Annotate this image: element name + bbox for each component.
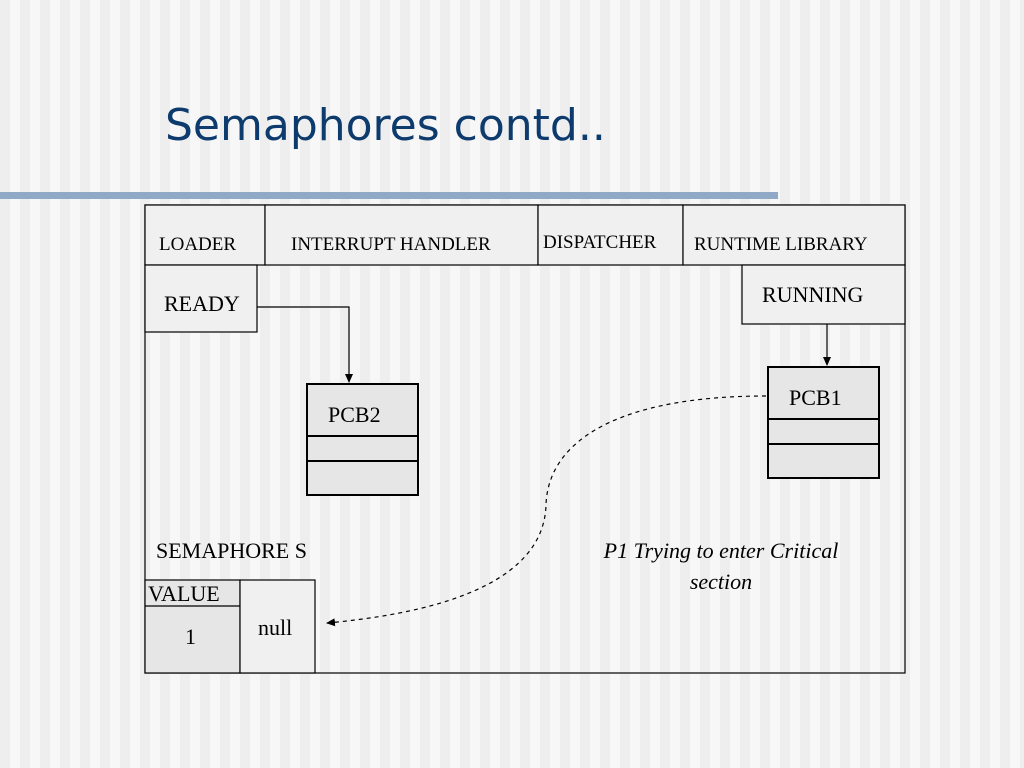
dispatcher-cell bbox=[537, 204, 684, 266]
pcb1-label: PCB1 bbox=[789, 385, 842, 410]
loader-cell bbox=[144, 204, 266, 266]
ready-label: READY bbox=[164, 291, 240, 316]
dispatcher-label: DISPATCHER bbox=[543, 232, 657, 253]
ready-to-pcb2-arrow bbox=[257, 306, 353, 383]
runtime-library-label: RUNTIME LIBRARY bbox=[694, 234, 868, 255]
semaphore-title: SEMAPHORE S bbox=[156, 538, 307, 563]
semaphore-value-box bbox=[144, 579, 241, 674]
annotation-line-1: P1 Trying to enter Critical bbox=[603, 538, 839, 563]
running-box bbox=[741, 264, 906, 325]
interrupt-handler-label: INTERRUPT HANDLER bbox=[291, 234, 491, 255]
annotation-line-2: section bbox=[689, 569, 753, 594]
queue-pointer-value: null bbox=[258, 615, 293, 640]
pcb1-box bbox=[767, 366, 880, 479]
loader-label: LOADER bbox=[159, 234, 237, 255]
value-header-label: VALUE bbox=[148, 581, 220, 606]
title-divider bbox=[0, 192, 778, 199]
semaphore-queue-box bbox=[239, 579, 316, 674]
pcb2-box bbox=[306, 383, 419, 496]
running-label: RUNNING bbox=[762, 282, 864, 307]
semaphore-value: 1 bbox=[185, 624, 196, 649]
ready-queue-box bbox=[144, 264, 258, 333]
pcb2-label: PCB2 bbox=[328, 402, 381, 427]
slide-title: Semaphores contd.. bbox=[165, 100, 606, 151]
